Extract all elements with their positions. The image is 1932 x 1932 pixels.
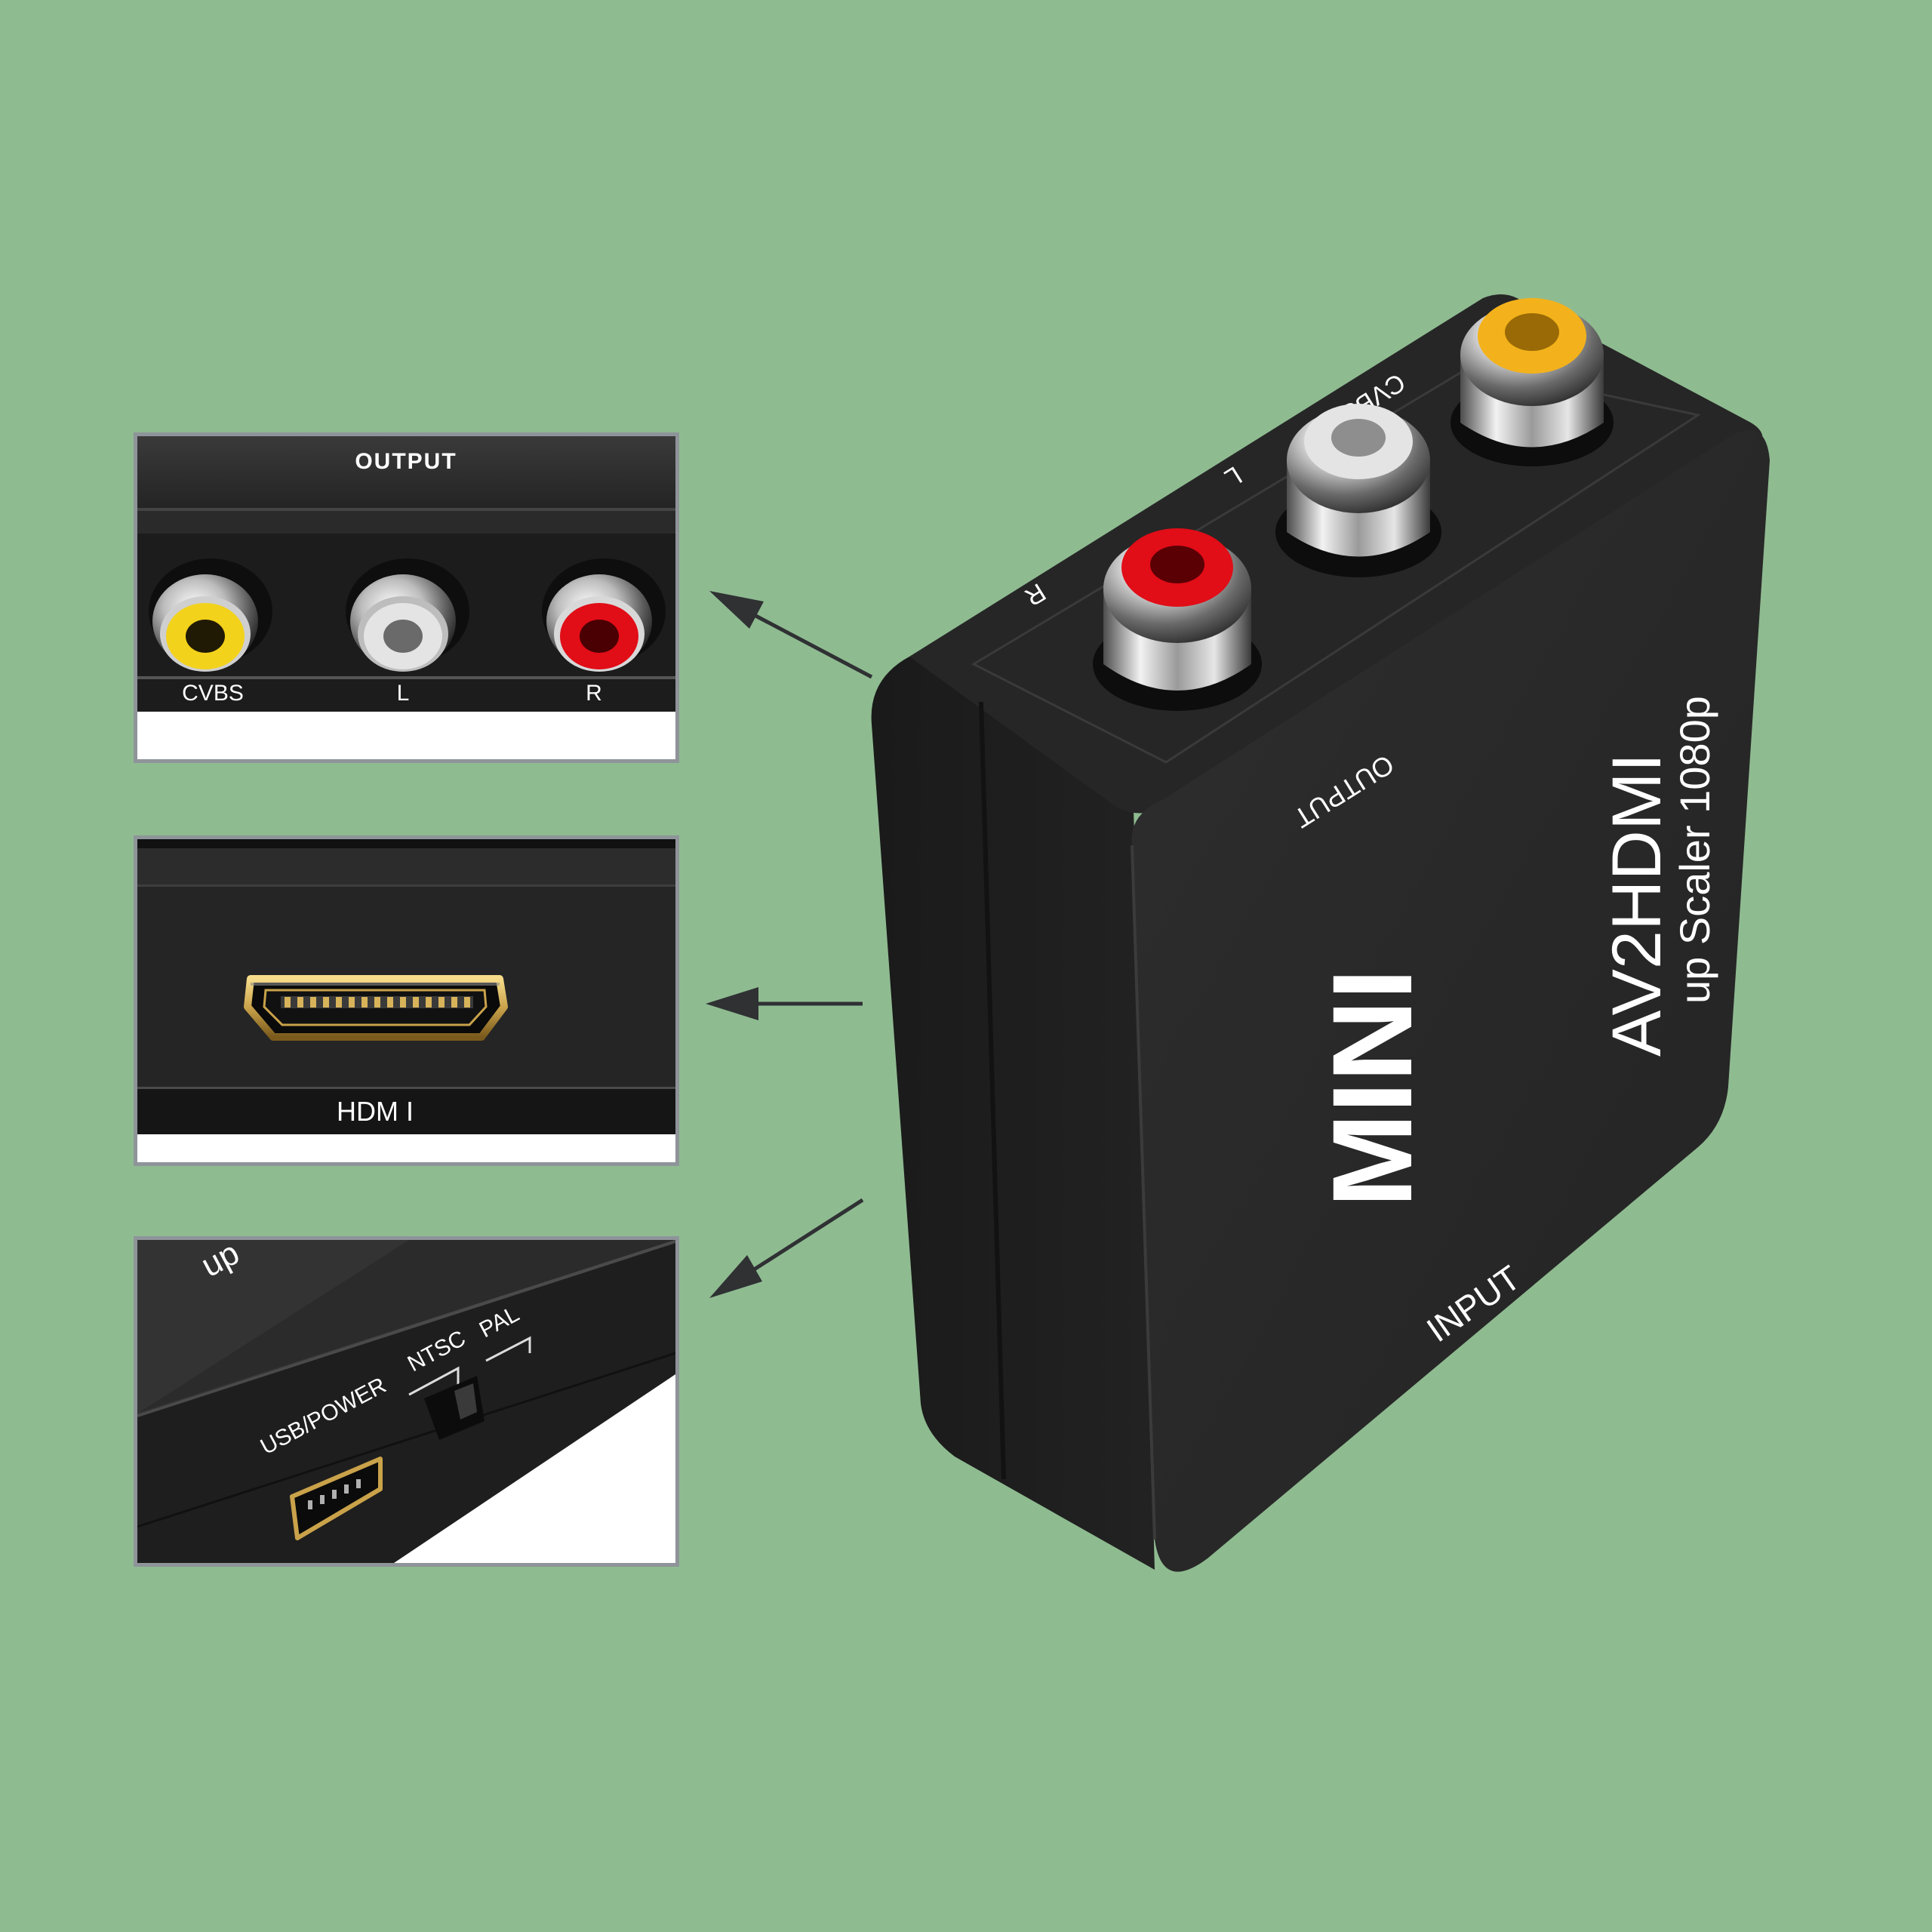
output-detail-image: OUTPUT [137, 436, 675, 759]
rca-jack-icon [542, 558, 666, 672]
ntsc-pal-switch [424, 1376, 485, 1440]
hdmi-detail-image: HDM I [137, 839, 675, 1162]
hdmi-detail-panel: HDM I [134, 835, 679, 1166]
rca-jack-icon [149, 558, 272, 672]
usb-detail-image: up USB/POWER NTSC PAL [137, 1240, 675, 1563]
right-label: R [586, 681, 602, 706]
output-detail-panel: OUTPUT [134, 432, 679, 763]
device-brand-text: MINI [1309, 968, 1435, 1208]
device-model-text: AV2HDMI [1598, 753, 1675, 1057]
rca-jack-icon [1093, 528, 1262, 711]
mini-usb-port-icon [290, 1457, 383, 1540]
output-panel-title: OUTPUT [355, 449, 457, 474]
rca-jack-icon [346, 558, 469, 672]
left-label: L [397, 681, 410, 706]
hdmi-label: HDM I [337, 1096, 414, 1127]
hdmi-port-icon [244, 975, 508, 1041]
device-subtitle-text: up Scaler 1080p [1671, 696, 1718, 1004]
device-side-face [871, 657, 1155, 1570]
rca-jack-icon [1275, 404, 1441, 577]
rca-jack-icon [1451, 298, 1614, 466]
cvbs-label: CVBS [182, 681, 244, 706]
device-front-face [1131, 430, 1770, 1572]
usb-power-detail-panel: up USB/POWER NTSC PAL [134, 1236, 679, 1567]
